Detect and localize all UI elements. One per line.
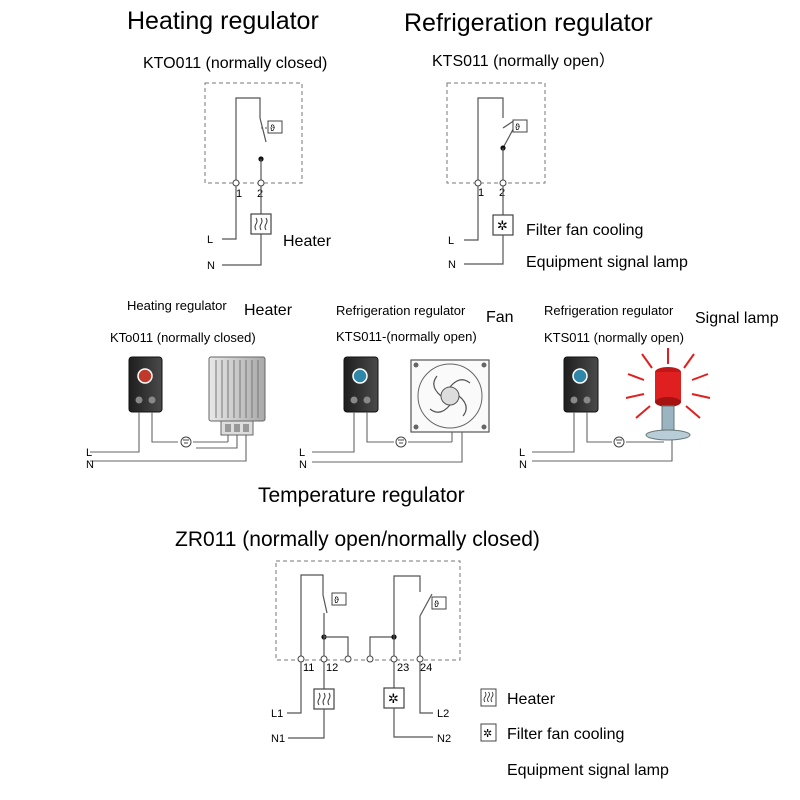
svg-text:✲: ✲ — [497, 218, 508, 233]
heating-model: KTO011 (normally closed) — [143, 55, 327, 72]
svg-text:ϑ: ϑ — [270, 123, 275, 133]
terminal-bridge-left — [344, 655, 352, 663]
ground-icon — [395, 436, 407, 448]
line-l-label: L — [207, 234, 213, 246]
fan-panel-title: Refrigeration regulator — [336, 303, 466, 318]
line-l-label: L — [519, 447, 525, 459]
terminal-2 — [257, 179, 265, 187]
line-l1-label: L1 — [271, 708, 283, 720]
svg-text:✲: ✲ — [388, 691, 399, 706]
heating-switch-contact — [259, 117, 267, 143]
terminal-1 — [232, 179, 240, 187]
terminal-label-24: 24 — [420, 662, 432, 674]
signal-lamp-icon — [625, 348, 711, 441]
thermostat-symbol-icon: ϑ — [512, 119, 528, 133]
temperature-enclosure — [275, 560, 461, 661]
terminal-label-1: 1 — [236, 188, 242, 200]
refrigeration-title: Refrigeration regulator — [404, 9, 653, 37]
thermostat-symbol-icon: ϑ — [431, 596, 447, 610]
heating-section: Heating regulator KTO011 (normally close… — [127, 7, 332, 272]
line-n-label: N — [207, 260, 215, 272]
terminal-1 — [474, 179, 482, 187]
lamp-panel-load: Signal lamp — [695, 310, 779, 327]
line-l-label: L — [86, 447, 92, 459]
lamp-panel-model: KTS011 (normally open) — [544, 330, 684, 345]
fan-symbol-icon: ✲ — [492, 214, 514, 236]
legend-lamp-label: Equipment signal lamp — [507, 762, 669, 779]
temperature-dial — [352, 368, 368, 384]
heater-panel-model: KTo011 (normally closed) — [110, 330, 256, 345]
legend: Heater ✲ Filter fan cooling Equipment si… — [480, 688, 669, 779]
temperature-dial — [137, 368, 153, 384]
temperature-model: ZR011 (normally open/normally closed) — [175, 528, 540, 551]
terminal-label-1: 1 — [478, 187, 484, 199]
fan-wiring-panel: Refrigeration regulator Fan KTS011-(norm… — [299, 303, 514, 471]
thermostat-device — [343, 356, 379, 413]
heating-title: Heating regulator — [127, 7, 319, 35]
ground-icon — [180, 436, 192, 448]
refrigeration-section: Refrigeration regulator KTS011 (normally… — [404, 9, 688, 271]
refrigeration-enclosure — [446, 82, 546, 184]
terminal-label-12: 12 — [326, 662, 338, 674]
thermostat-symbol-icon: ϑ — [331, 592, 347, 606]
ground-icon — [613, 436, 625, 448]
line-n-label: N — [448, 259, 456, 271]
svg-text:✲: ✲ — [483, 728, 492, 740]
temperature-section: Temperature regulator ZR011 (normally op… — [175, 484, 540, 745]
legend-heater-label: Heater — [507, 691, 556, 708]
line-l-label: L — [448, 235, 454, 247]
terminal-bridge-right — [366, 655, 374, 663]
thermostat-device — [128, 356, 163, 413]
line-l-label: L — [299, 447, 305, 459]
svg-text:ϑ: ϑ — [334, 595, 339, 605]
terminal-label-11: 11 — [303, 662, 314, 674]
legend-fan-label: Filter fan cooling — [507, 726, 624, 743]
lamp-panel-title: Refrigeration regulator — [544, 303, 674, 318]
line-n1-label: N1 — [271, 733, 285, 745]
heater-wiring-panel: Heating regulator Heater KTo011 (normall… — [86, 298, 293, 471]
line-n2-label: N2 — [437, 733, 451, 745]
heater-device — [208, 356, 266, 436]
line-n-label: N — [86, 459, 94, 471]
thermostat-symbol-icon: ϑ — [267, 120, 283, 134]
lamp-load-label: Equipment signal lamp — [526, 254, 688, 271]
refrigeration-model: KTS011 (normally open） — [432, 52, 615, 70]
heater-symbol-icon — [480, 688, 497, 707]
fan-symbol-icon: ✲ — [383, 687, 405, 709]
fan-symbol-icon: ✲ — [480, 723, 497, 742]
heater-load-label: Heater — [283, 233, 332, 250]
heater-symbol-icon — [313, 688, 335, 710]
terminal-label-2: 2 — [499, 187, 505, 199]
heater-panel-load: Heater — [244, 302, 293, 319]
heater-symbol-icon — [250, 213, 272, 235]
svg-text:ϑ: ϑ — [434, 599, 439, 609]
thermostat-device — [563, 356, 599, 413]
fan-panel-model: KTS011-(normally open) — [336, 329, 477, 344]
svg-text:ϑ: ϑ — [515, 122, 520, 132]
fan-device — [410, 359, 490, 433]
temperature-title: Temperature regulator — [258, 484, 465, 507]
fan-panel-load: Fan — [486, 309, 514, 326]
line-l2-label: L2 — [437, 708, 449, 720]
temperature-dial — [572, 368, 588, 384]
terminal-label-23: 23 — [397, 662, 409, 674]
lamp-wiring-panel: Refrigeration regulator Signal lamp KTS0… — [519, 303, 779, 471]
heating-enclosure — [204, 82, 303, 184]
line-n-label: N — [299, 459, 307, 471]
fan-load-label: Filter fan cooling — [526, 222, 643, 239]
heater-panel-title: Heating regulator — [127, 298, 227, 313]
line-n-label: N — [519, 459, 527, 471]
terminal-label-2: 2 — [257, 188, 263, 200]
terminal-2 — [499, 179, 507, 187]
